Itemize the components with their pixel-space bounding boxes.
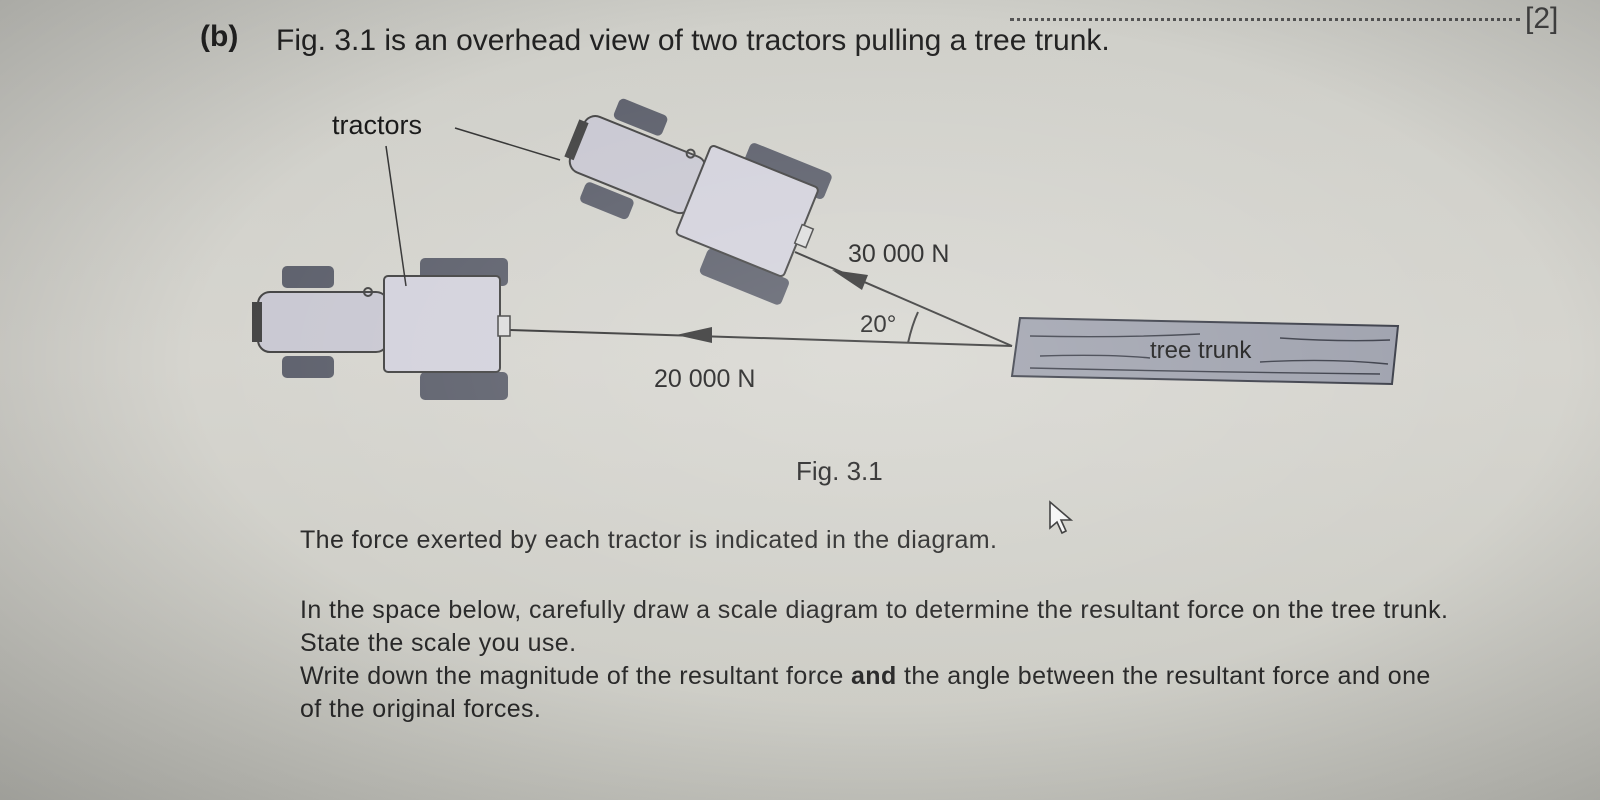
tree-trunk-label: tree trunk [1150,337,1252,364]
paragraph-3-part-a: Write down the magnitude of the resultan… [300,662,851,690]
tractor-lower [252,258,511,400]
paragraph-3: Write down the magnitude of the resultan… [300,660,1450,726]
force-line-lower [509,329,1013,347]
paragraph-3-bold: and [850,662,897,690]
tree-trunk [1010,316,1400,386]
answer-line [1010,18,1520,21]
marks-label: [2] [1525,2,1559,35]
arrowhead-upper [832,270,868,290]
paragraph-2: In the space below, carefully draw a sca… [300,596,1449,657]
arrowhead-lower [676,327,712,343]
figure-caption: Fig. 3.1 [796,456,883,486]
angle-arc [907,311,919,344]
question-text: Fig. 3.1 is an overhead view of two trac… [276,24,1110,57]
force-label-upper: 30 000 N [848,240,949,268]
label-pointer-upper [454,127,561,161]
tractor-upper [564,98,832,305]
label-pointer-lower [385,145,407,287]
angle-label: 20° [860,311,896,338]
force-line-upper [794,251,1013,347]
mouse-cursor-icon [1049,500,1074,535]
paragraph-3-part-b: the angle between the resultant force an… [300,662,1431,723]
tractors-label: tractors [332,110,422,140]
part-label: (b) [200,20,239,53]
force-label-lower: 20 000 N [654,365,755,393]
paragraph-1: The force exerted by each tractor is ind… [300,526,998,554]
